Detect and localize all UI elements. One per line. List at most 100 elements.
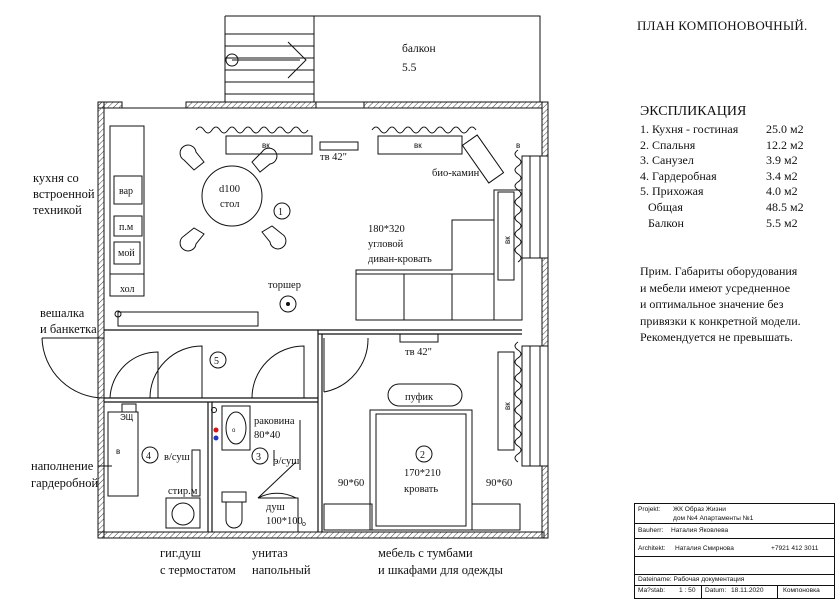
towel-dryer-label: э/суш xyxy=(274,456,299,467)
sheet-name: Компоновка xyxy=(783,587,820,594)
kitchen-side-line2: встроенной xyxy=(33,187,95,201)
bed-size: 170*210 xyxy=(404,468,441,479)
basin-label: раковина xyxy=(254,416,295,427)
shower-size: 100*100 xyxy=(266,516,303,527)
oven-label: п.м xyxy=(119,222,134,233)
cooktop-label: вар xyxy=(119,186,133,197)
bathroom xyxy=(221,405,301,532)
room-marker-3 xyxy=(251,447,269,465)
bauherr-value: Наталия Яковлева xyxy=(671,527,729,534)
bauherr-label: Bauherr: xyxy=(638,527,664,534)
bed-label: кровать xyxy=(404,484,438,495)
lamp-label: торшер xyxy=(268,280,301,291)
radiators xyxy=(225,134,515,451)
note-line3: и оптимальное значение без xyxy=(640,297,784,311)
note-line1: Прим. Габариты оборудования xyxy=(640,264,798,278)
sofa-line2: диван-кровать xyxy=(368,254,432,265)
projekt-line1: ЖК Образ Жизни xyxy=(673,506,726,513)
shower-label: душ xyxy=(266,502,285,513)
title-block: Projekt: ЖК Образ Жизни дом №4 Апартамен… xyxy=(634,503,835,599)
radiator-4-label: вк xyxy=(503,402,512,410)
esh-label: ЭЩ xyxy=(120,413,134,422)
dryer-label: в/суш xyxy=(164,452,190,463)
explication-row: Общая 48.5 м2 xyxy=(640,200,830,216)
drain-mark: o xyxy=(302,521,306,528)
bedroom-furniture-line1: мебель с тумбами xyxy=(378,546,473,560)
tv-2-label: тв 42" xyxy=(405,347,432,358)
architekt-value: Наталия Смирнова xyxy=(675,545,734,552)
balcony-label: балкон xyxy=(402,43,436,55)
room-number-5: 5 xyxy=(214,356,219,367)
hanger-side-line1: вешалка xyxy=(40,306,85,320)
kitchen-side-label: кухня со встроенной техникой xyxy=(33,170,95,218)
curtains xyxy=(195,126,522,463)
dining-table xyxy=(179,144,287,252)
floor-lamp-icon xyxy=(279,295,297,313)
filling-side-label: наполнение гардеробной xyxy=(31,458,98,492)
bedroom-furniture-label: мебель с тумбами и шкафами для одежды xyxy=(378,545,503,579)
exterior-walls xyxy=(97,101,549,539)
explication-row-value: 4.0 м2 xyxy=(766,184,798,199)
sofa-line1: угловой xyxy=(368,239,404,250)
hanger-bench xyxy=(114,310,259,327)
corner-sofa xyxy=(355,189,523,321)
radiator-3-label: вк xyxy=(503,236,512,244)
room-number-2: 2 xyxy=(420,450,425,461)
nightstand-right-size: 90*60 xyxy=(486,478,512,489)
room-marker-5 xyxy=(209,351,227,369)
kitchen-side-line1: кухня со xyxy=(33,171,79,185)
toilet-label: унитаз напольный xyxy=(252,545,311,579)
hygienic-shower-label: гиг.душ с термостатом xyxy=(160,545,236,579)
explication-row-name: 5. Прихожая xyxy=(640,184,704,199)
table-label: стол xyxy=(220,199,239,210)
explication-row-value: 3.4 м2 xyxy=(766,168,798,183)
explication-row-name: Балкон xyxy=(648,215,684,230)
room-marker-4 xyxy=(141,446,159,464)
valve-icon xyxy=(211,407,217,413)
bedroom xyxy=(323,383,521,531)
massstab-label: Ma?stab: xyxy=(638,587,666,594)
radiator-2-label: вк xyxy=(414,141,422,150)
explication-row-name: 4. Гардеробная xyxy=(640,168,717,183)
fridge-label: хол xyxy=(120,284,134,295)
room-number-4: 4 xyxy=(146,451,151,462)
radiator-1-label: вк xyxy=(262,141,270,150)
projekt-line2: дом №4 Апартаменты №1 xyxy=(673,515,754,522)
hygienic-shower-line2: с термостатом xyxy=(160,563,236,577)
radiator-5-label: в xyxy=(516,141,520,150)
wardrobe-room xyxy=(107,403,201,529)
room-marker-1 xyxy=(273,202,291,220)
balcony xyxy=(224,15,541,103)
pouf-label: пуфик xyxy=(405,392,434,403)
filling-side-line2: гардеробной xyxy=(31,476,99,490)
tv-1-label: тв 42" xyxy=(320,152,347,163)
hygienic-shower-line1: гиг.душ xyxy=(160,546,201,560)
explication-row-name: 2. Спальня xyxy=(640,137,696,152)
massstab-value: 1 : 50 xyxy=(679,587,696,594)
hanger-side-line2: и банкетка xyxy=(40,322,97,336)
bio-fireplace-label: био-камин xyxy=(432,168,480,179)
architekt-phone: +7921 412 3011 xyxy=(771,545,819,552)
explication-row-name: Общая xyxy=(648,199,683,214)
hot-water-icon xyxy=(213,427,219,433)
projekt-label: Projekt: xyxy=(638,506,661,513)
explication-heading: ЭКСПЛИКАЦИЯ xyxy=(640,104,747,119)
cold-water-icon xyxy=(213,435,219,441)
doors xyxy=(41,337,369,499)
room-number-3: 3 xyxy=(256,452,261,463)
nightstand-left-size: 90*60 xyxy=(338,478,364,489)
explication-row-value: 25.0 м2 xyxy=(766,122,804,136)
explication-row-value: 3.9 м2 xyxy=(766,153,798,168)
balcony-area: 5.5 xyxy=(402,62,417,74)
explication-row: 5. Прихожая 4.0 м2 xyxy=(640,184,830,200)
table-size: d100 xyxy=(219,184,240,195)
dateiname-value: Dateiname: Рабочая документация xyxy=(638,576,745,583)
explication-row-value: 48.5 м2 xyxy=(766,199,804,214)
stair xyxy=(224,15,315,102)
